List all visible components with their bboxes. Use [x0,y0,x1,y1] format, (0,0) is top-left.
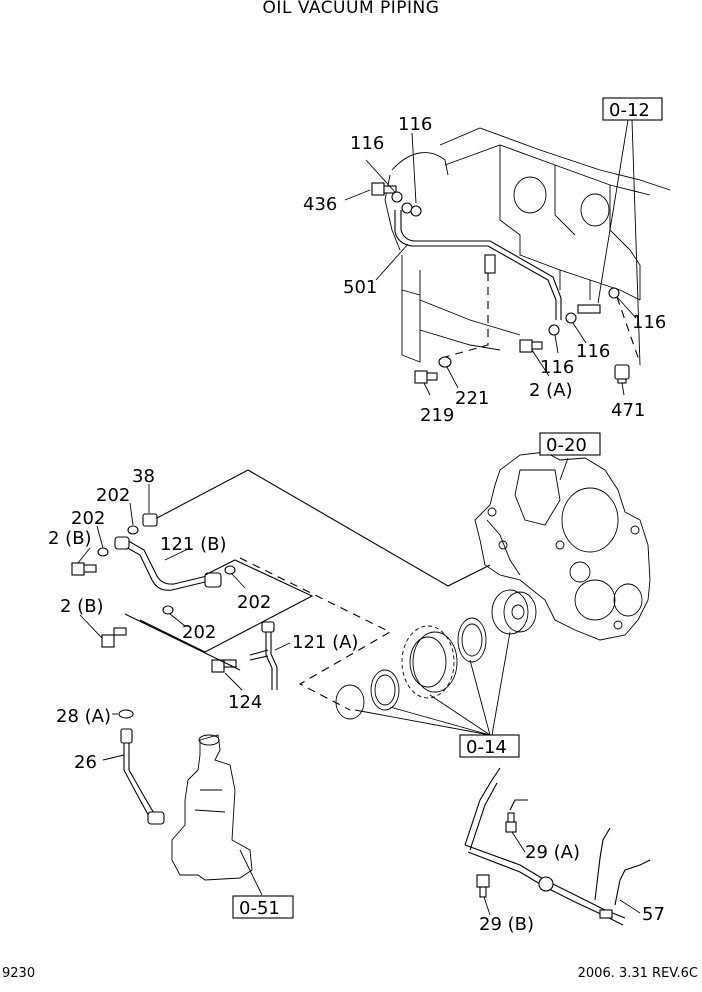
ref-box-0-12[interactable]: 0-12 [602,97,663,121]
washer-202-b[interactable] [97,547,109,557]
gasket-221[interactable] [438,356,452,368]
callout-501: 501 [343,277,377,298]
callout-labels: 116 116 436 501 219 221 116 2 (A) 116 11… [48,114,666,935]
page-code: 9230 [2,966,36,981]
pipe-121b[interactable] [114,536,222,591]
fitting-38[interactable] [142,513,158,527]
middle-leaders [77,457,569,736]
callout-219: 219 [420,405,454,426]
callout-29b: 29 (B) [479,914,534,935]
washer-116-f[interactable] [608,287,620,299]
callout-116: 116 [540,357,574,378]
harness-57[interactable] [464,767,651,926]
pulley-hub[interactable] [491,589,537,635]
bolt-29a[interactable] [505,812,517,833]
timing-gear[interactable] [401,625,458,699]
washer-202-a[interactable] [127,525,139,535]
washer-116-e[interactable] [565,312,577,324]
ref-label: 0-14 [466,737,507,758]
callout-202: 202 [182,622,216,643]
ref-box-0-14[interactable]: 0-14 [459,734,520,758]
ref-label: 0-51 [239,898,280,919]
o-ring-28a[interactable] [118,709,134,719]
callout-38: 38 [132,466,155,487]
ref-box-0-51[interactable]: 0-51 [232,895,294,919]
callout-29a: 29 (A) [525,842,580,863]
page-title: OIL VACUUM PIPING [262,0,440,18]
washer-116-d[interactable] [548,324,560,336]
oil-pipe-501[interactable] [394,210,562,320]
callout-57: 57 [642,904,665,925]
bottom-leaders [102,713,641,916]
callout-26: 26 [74,752,97,773]
bolt-0-12[interactable] [577,304,601,314]
ref-label: 0-12 [609,100,650,121]
ref-label: 0-20 [546,435,587,456]
bolt-2b-b[interactable] [101,627,127,648]
callout-121b: 121 (B) [160,534,226,555]
callout-221: 221 [455,388,489,409]
callout-471: 471 [611,400,645,421]
timing-case-drawing [474,451,651,641]
plug-471[interactable] [614,364,630,384]
bolt-436[interactable] [371,182,397,196]
pipe-26[interactable] [120,728,165,825]
callout-121a: 121 (A) [292,632,358,653]
callout-116: 116 [576,341,610,362]
callout-202: 202 [71,508,105,529]
callout-202: 202 [237,592,271,613]
callout-2a: 2 (A) [529,380,573,401]
engine-block-drawing [384,127,671,363]
callout-116: 116 [350,133,384,154]
cover-plate[interactable] [335,684,365,720]
callout-124: 124 [228,692,262,713]
bolt-219[interactable] [414,370,438,384]
bolt-124[interactable] [211,659,237,673]
callout-436: 436 [303,194,337,215]
callout-2b: 2 (B) [48,528,92,549]
top-leaders [344,119,641,396]
oil-seal-ring[interactable] [457,617,487,663]
pipe-121a[interactable] [249,621,278,690]
callout-116: 116 [398,114,432,135]
bolt-29b[interactable] [476,874,490,898]
callout-28a: 28 (A) [56,706,111,727]
ref-box-0-20[interactable]: 0-20 [539,432,601,456]
revision-stamp: 2006. 3.31 REV.6C [577,966,698,981]
washer-116-a[interactable] [391,191,403,203]
callout-2b: 2 (B) [60,596,104,617]
washer-202-c[interactable] [224,565,236,575]
gasket-ring[interactable] [370,669,400,711]
callout-202: 202 [96,485,130,506]
callout-116: 116 [632,312,666,333]
washer-202-d[interactable] [162,605,174,615]
injection-pump-drawing [171,734,253,881]
bolt-2a[interactable] [519,339,543,353]
bolt-2b-a[interactable] [71,562,97,576]
washer-116-c[interactable] [410,205,422,217]
